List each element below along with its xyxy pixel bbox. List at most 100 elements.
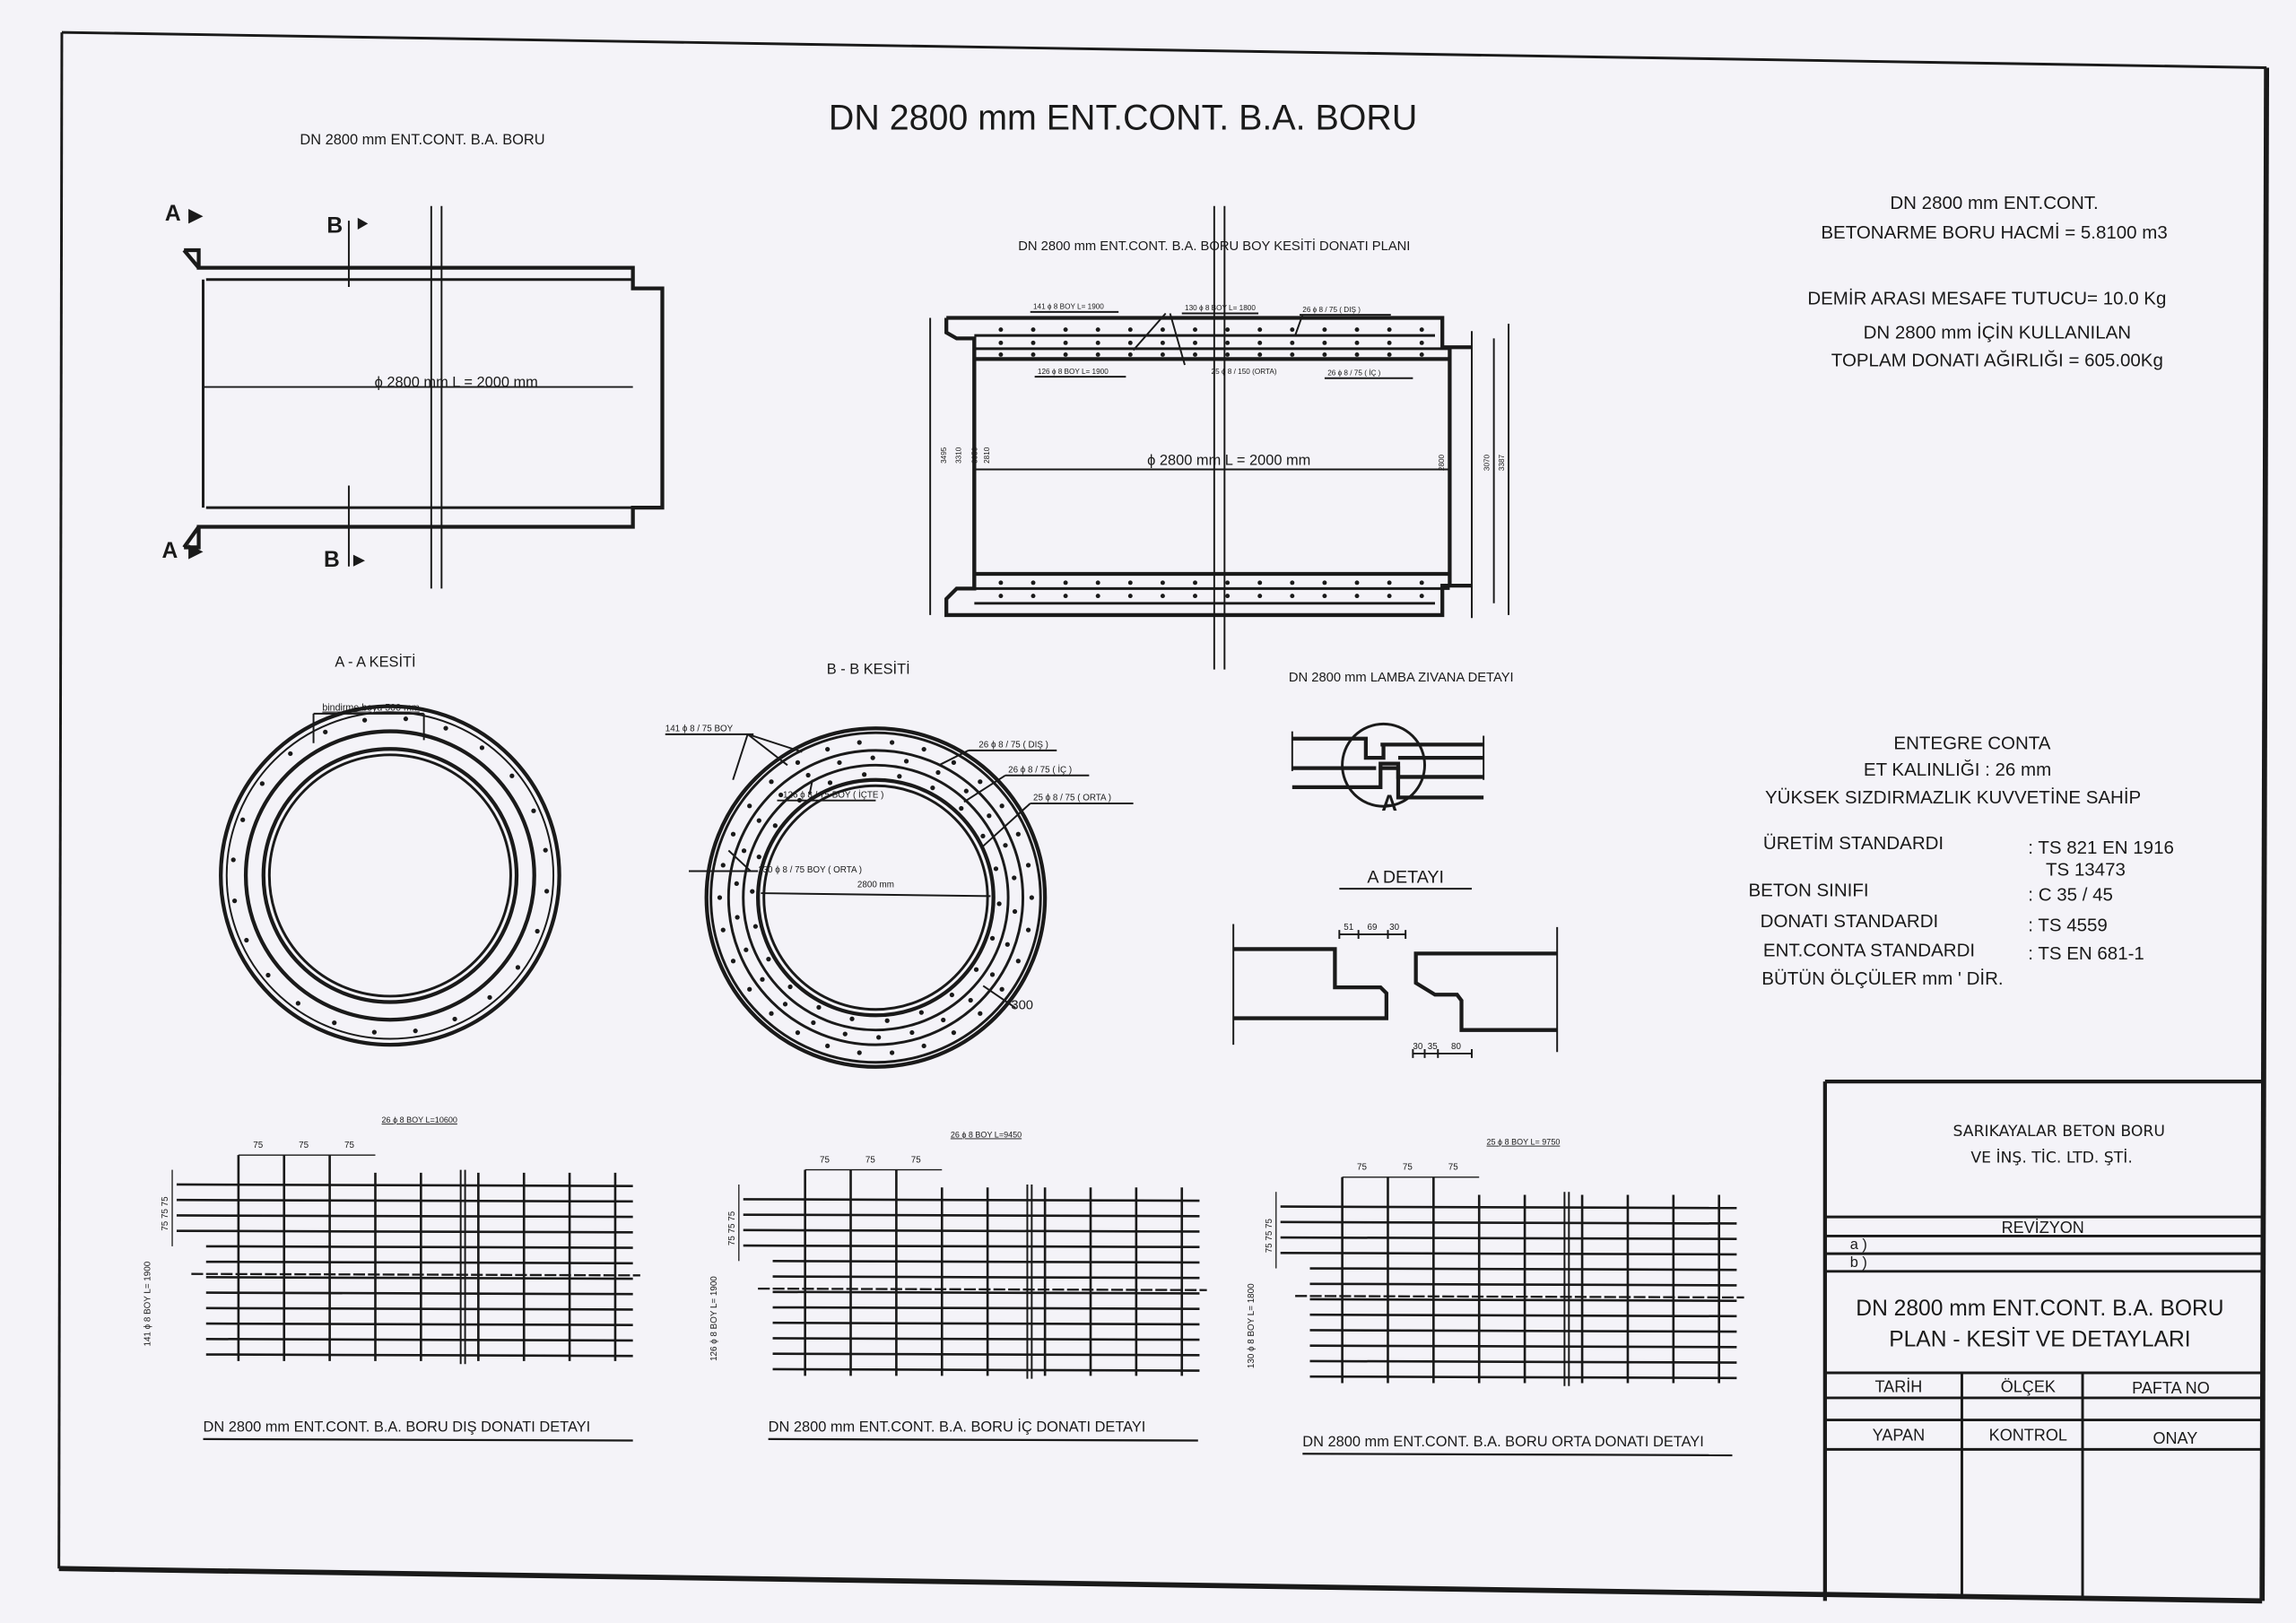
title-block: SARIKAYALAR BETON BORU VE İNŞ. TİC. LTD.… [1822,1079,2263,1601]
weight-line1: DN 2800 mm İÇİN KULLANILAN [1864,322,2131,343]
a-detail-title: A DETAYI [1367,868,1444,888]
weight-line2: TOPLAM DONATI AĞIRLIĞI = 605.00Kg [1831,351,2163,371]
joint-detail: DN 2800 mm LAMBA ZIVANA DETAYI A A DETAY… [1232,671,1559,1058]
rebar-dot [323,729,328,734]
mesh-side-label: 130 ϕ 8 BOY L= 1800 [1247,1283,1257,1368]
mesh-longitudinal-bar [205,1322,633,1327]
rebar-dot [959,805,964,812]
mesh-longitudinal-bar [1309,1267,1737,1271]
rebar-dot [1419,352,1424,357]
mesh-spacing-label: 75 [865,1155,875,1165]
gasket-description: YÜKSEK SIZDIRMAZLIK KUVVETİNE SAHİP [1765,787,2141,808]
rebar-dot [805,772,811,778]
mesh-longitudinal-bar [1309,1359,1737,1364]
long-label-130: 130 ϕ 8 BOY L= 1800 [1185,304,1256,312]
mesh-longitudinal-bar [176,1198,633,1203]
rebar-dot [1160,580,1165,586]
mesh-longitudinal-bar [772,1290,1200,1295]
section-bb-title: B - B KESİTİ [827,661,910,678]
rebar-dot [452,1016,457,1022]
rebar-dot [1225,580,1231,586]
long-label-126: 126 ϕ 8 BOY L= 1900 [1038,368,1109,376]
rebar-dot [816,1004,822,1010]
rebar-dot [1257,352,1263,357]
rebar-dot [884,1018,890,1023]
rebar-dot [1160,327,1165,333]
rebar-dot [935,769,941,776]
rebar-dot [795,1030,801,1036]
rebar-dot [949,992,954,998]
rebar-dot [989,972,996,977]
rebar-dot [1354,340,1360,345]
mesh-longitudinal-bar [743,1198,1200,1202]
detail-marker: A [1381,792,1397,816]
long-label-orta: 25 ϕ 8 / 150 (ORTA) [1212,368,1277,376]
company-line1: SARIKAYALAR BETON BORU [1953,1123,2165,1141]
right-dim-2: 3070 [1483,454,1492,471]
long-label-ic: 26 ϕ 8 / 75 ( İÇ ) [1327,368,1380,377]
drawn-by-label: YAPAN [1873,1427,1926,1445]
rebar-dot [479,745,485,751]
rebar-dot [515,965,521,970]
rebar-dot [1387,327,1392,333]
rebar-dot [1127,580,1133,586]
spec-label-2: BETON SINIFI [1749,880,1869,900]
rebar-dot [837,759,842,766]
rebar-dot [951,1030,957,1036]
rebar-dot [1225,327,1231,333]
mesh-longitudinal-bar [1280,1220,1737,1225]
rebar-dot [993,866,999,872]
rebar-dot [1015,959,1021,964]
rebar-dot [1095,594,1100,599]
mesh-longitudinal-bar [205,1306,633,1311]
rebar-dot [1003,843,1008,848]
rebar-dot [769,779,774,785]
joint-title: DN 2800 mm LAMBA ZIVANA DETAYI [1289,671,1514,685]
rebar-dot [1193,327,1197,333]
rebar-dot [1193,580,1197,586]
rebar-dot [1063,580,1068,586]
mesh-longitudinal-bar [205,1337,633,1342]
rebar-dot [1290,594,1295,599]
rebar-dot [1095,340,1100,345]
long-dimension: ϕ 2800 mm L = 2000 mm [1147,453,1310,469]
rebar-dot [1063,594,1068,599]
rebar-dot [857,740,862,745]
plan-dimension: ϕ 2800 mm L = 2000 mm [375,375,538,391]
rebar-dot [778,792,784,798]
mesh-caption-underline [1302,1453,1733,1457]
mesh-longitudinal-bar [1280,1205,1737,1210]
rebar-dot [1387,340,1392,345]
top-dim-3: 30 [1389,923,1399,933]
rebar-dot [403,716,409,722]
rebar-dot [930,785,935,791]
mesh-longitudinal-bar [772,1352,1200,1357]
mesh-spacing-label: 75 [253,1141,263,1150]
rebar-dot [978,779,983,785]
left-dim-2: 3310 [955,447,963,464]
rebar-dot [509,773,515,778]
mesh-top-label: 26 ϕ 8 BOY L=9450 [951,1130,1022,1139]
bb-label-130: 130 ϕ 8 / 75 BOY ( ORTA ) [758,865,862,875]
rebar-dot [1354,580,1360,586]
bb-overlap: 300 [1011,999,1033,1013]
mesh-overlap-line [1295,1295,1744,1299]
sheet-frame [57,30,2270,1604]
longitudinal-section: DN 2800 mm ENT.CONT. B.A. BORU BOY KESİT… [929,205,1510,670]
mesh-spacing-label: 75 [344,1141,354,1150]
rebar-dot [1387,580,1392,586]
rebar-dot [1031,327,1036,333]
rebar-dot [295,1001,300,1006]
section-b-bottom-marker: B [324,548,340,572]
rebar-dot [265,972,271,978]
rebar-dot [1419,340,1424,345]
rebar-dot [980,833,986,838]
rebar-dot [1031,594,1036,599]
rebar-dot [1160,594,1165,599]
rebar-dot [909,1029,915,1036]
left-dim-4: 2810 [983,447,991,464]
rebar-dot [782,1002,788,1007]
mesh-longitudinal-bar [176,1214,633,1219]
rebar-dot [996,901,1002,907]
